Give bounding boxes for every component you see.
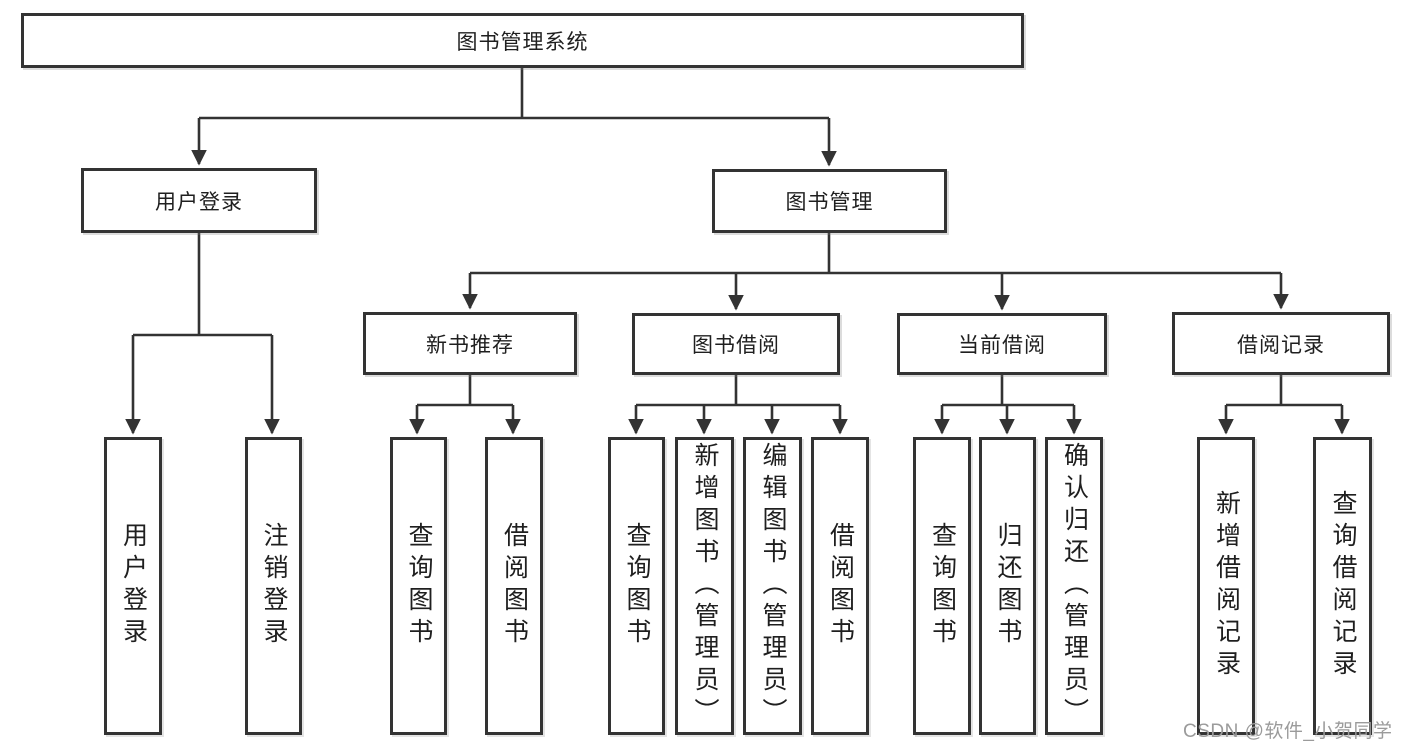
leaf-query-borrow-record: 查询借阅记录 xyxy=(1313,437,1372,735)
watermark: CSDN @软件_小贺同学 xyxy=(1183,721,1393,742)
leaf-logout-login: 注销登录 xyxy=(245,437,302,735)
node-book-management: 图书管理 xyxy=(712,169,947,233)
leaf-query-books-current: 查询图书 xyxy=(913,437,971,735)
leaf-edit-books-admin: 编辑图书（管理员） xyxy=(743,437,802,735)
leaf-add-borrow-record: 新增借阅记录 xyxy=(1197,437,1255,735)
leaf-user-login: 用户登录 xyxy=(104,437,162,735)
leaf-return-books: 归还图书 xyxy=(979,437,1036,735)
node-book-borrow: 图书借阅 xyxy=(632,313,840,375)
node-borrow-records: 借阅记录 xyxy=(1172,312,1390,375)
leaf-confirm-return-admin: 确认归还（管理员） xyxy=(1045,437,1103,735)
node-current-borrow: 当前借阅 xyxy=(897,313,1107,375)
leaf-query-books-recommend: 查询图书 xyxy=(390,437,447,735)
node-user-login: 用户登录 xyxy=(81,168,317,233)
leaf-borrow-books: 借阅图书 xyxy=(811,437,869,735)
leaf-borrow-books-recommend: 借阅图书 xyxy=(485,437,543,735)
leaf-add-books-admin: 新增图书（管理员） xyxy=(675,437,734,735)
leaf-query-books-borrow: 查询图书 xyxy=(608,437,665,735)
node-new-book-recommend: 新书推荐 xyxy=(363,312,577,375)
node-library-system: 图书管理系统 xyxy=(21,13,1024,68)
